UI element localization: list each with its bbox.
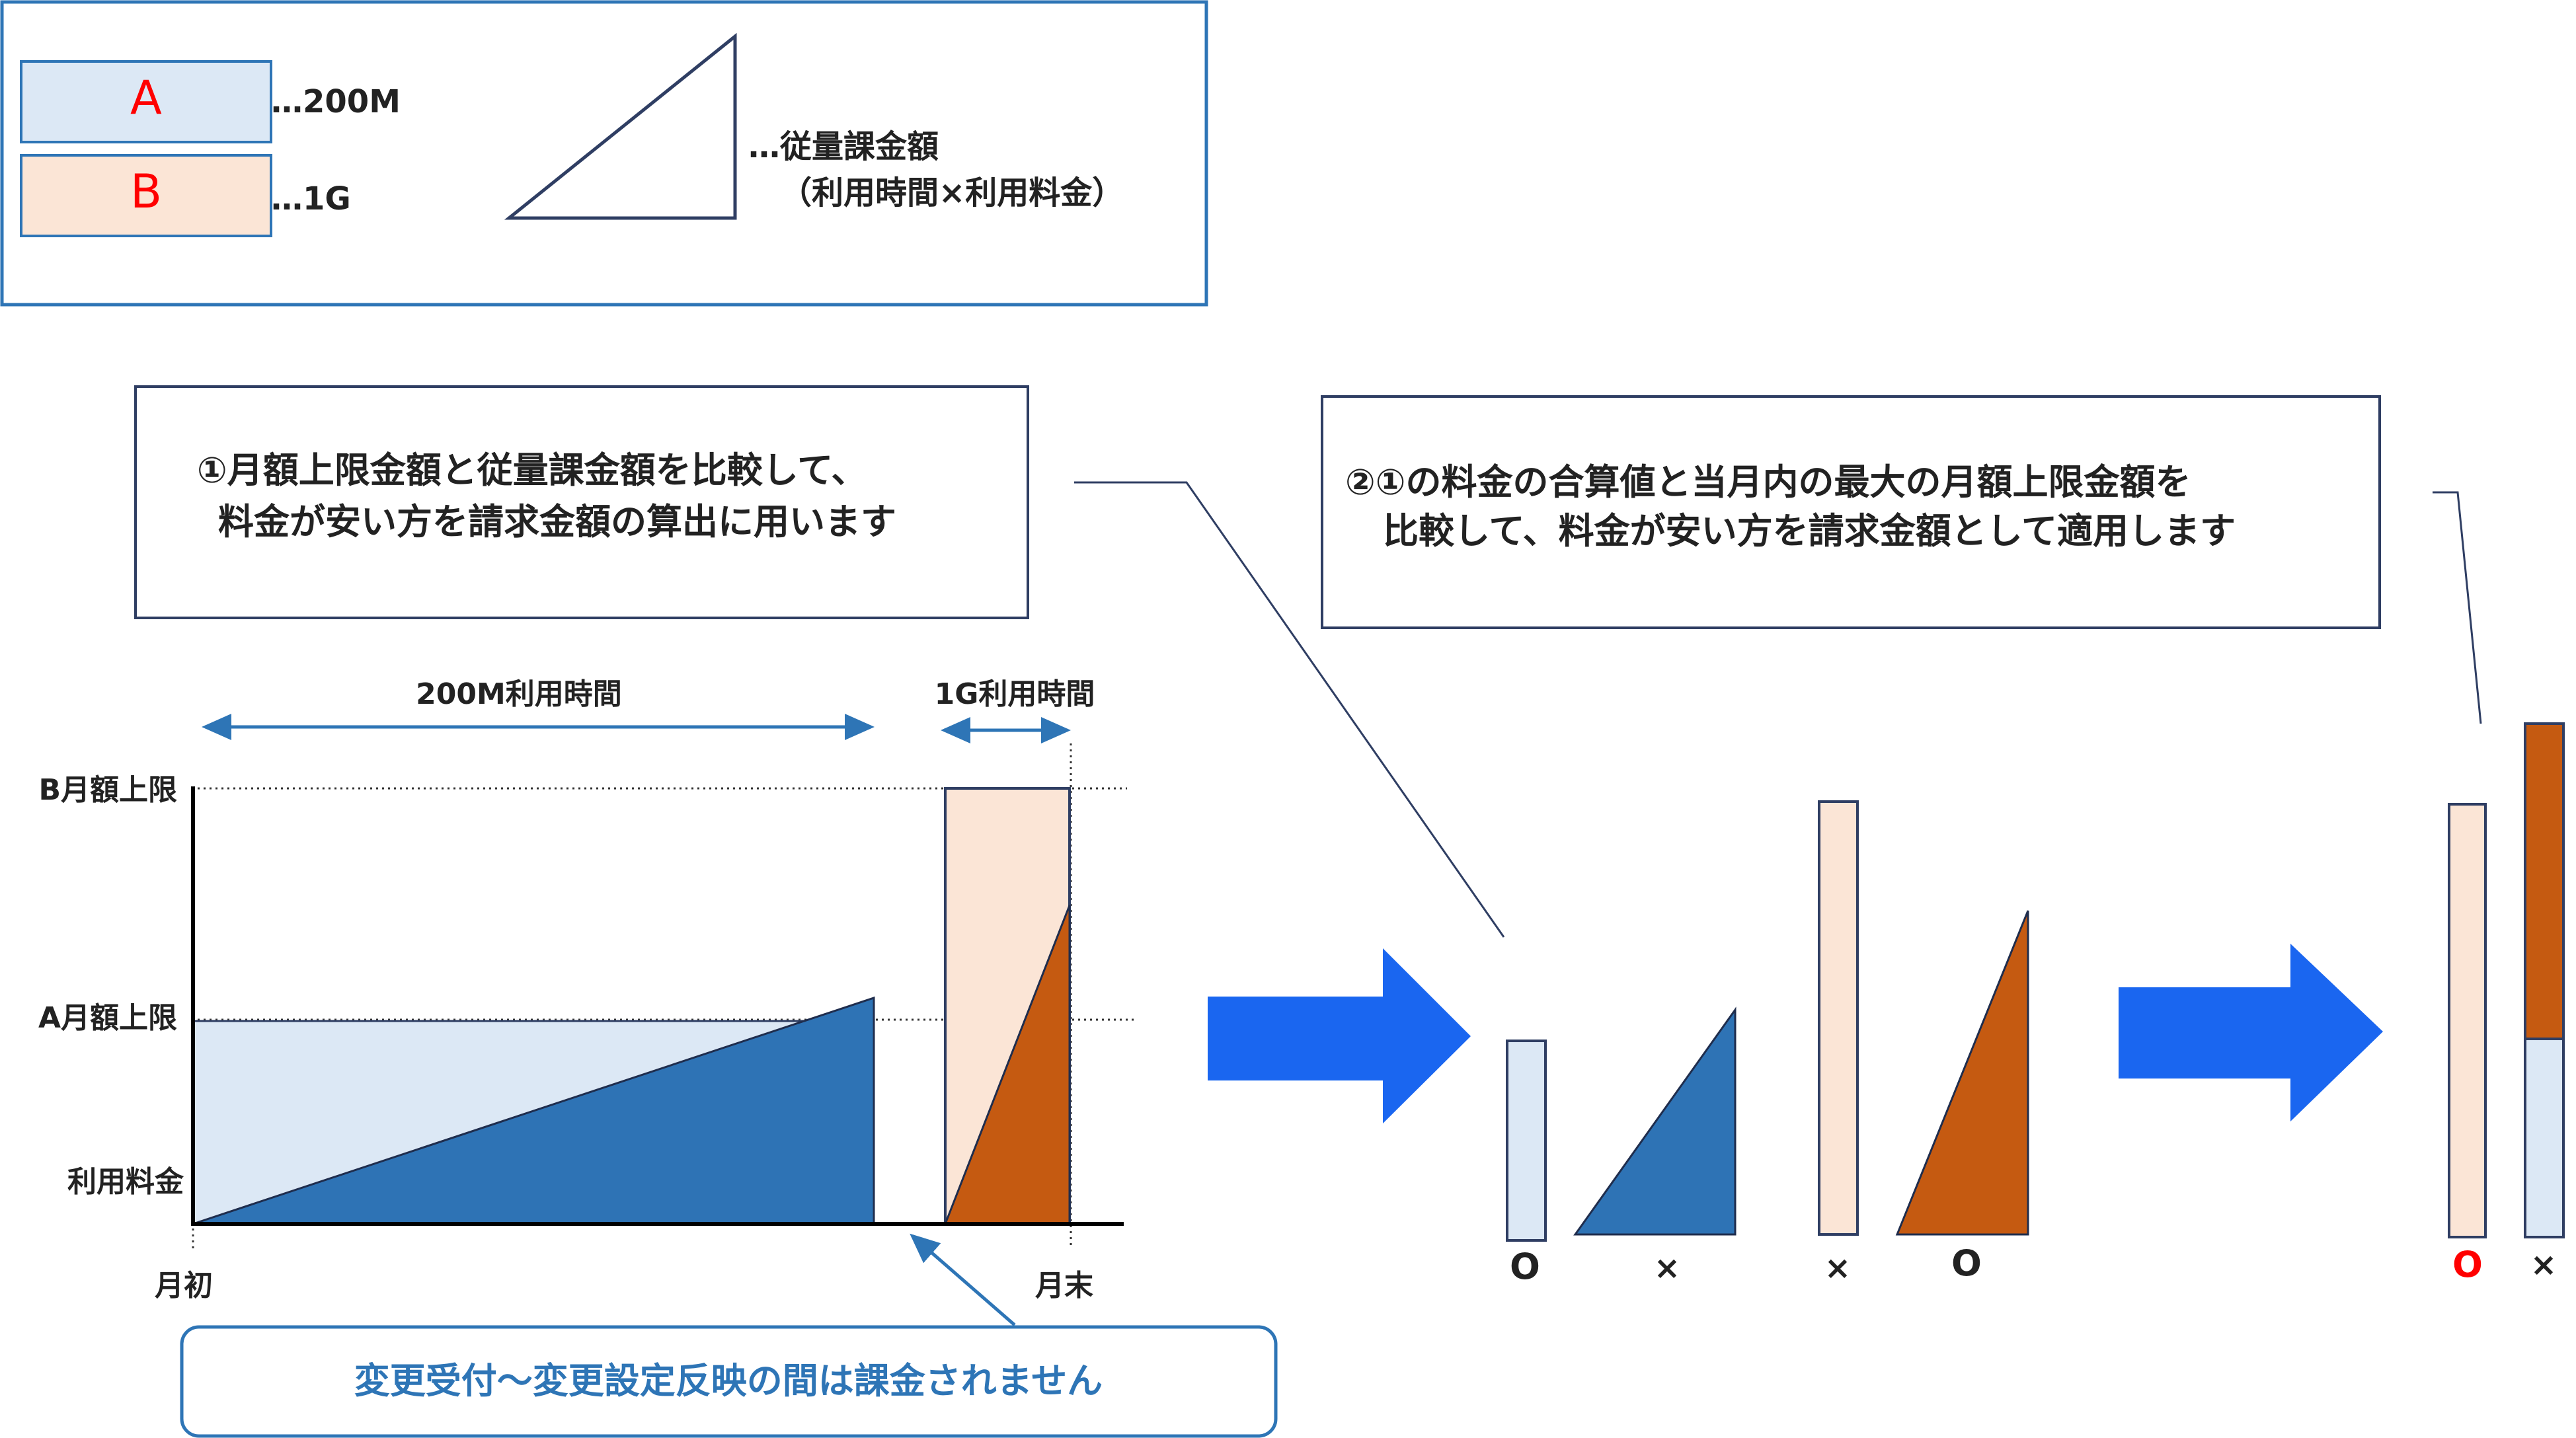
callout-2-leader: [2433, 491, 2482, 724]
legend-a-swatch: [20, 60, 272, 143]
span-1g-label: 1G利用時間: [935, 677, 1095, 711]
legend-b-swatch: [20, 154, 272, 237]
callout-2-box: [1321, 395, 2381, 629]
month-end-label: 月末: [1035, 1269, 1093, 1303]
b-cap-label: B月額上限: [38, 773, 177, 807]
compare-b-cap-bar: [1818, 800, 1859, 1236]
final-sum-b-part: [2524, 722, 2565, 1040]
compare-a-usage-triangle: [1573, 1006, 1737, 1236]
span-200m-label: 200M利用時間: [416, 677, 622, 711]
note-pointer: [910, 1233, 1016, 1326]
legend-triangle-desc-1: …従量課金額: [748, 128, 939, 165]
month-start-label: 月初: [155, 1269, 213, 1303]
legend-b-letter: B: [130, 165, 162, 219]
legend-a-desc: …200M: [271, 83, 401, 120]
compare-a-cap-mark: O: [1510, 1246, 1540, 1287]
compare-b-usage-triangle: [1895, 910, 2029, 1236]
callout-2-line-2: 比較して、料金が安い方を請求金額として適用します: [1383, 510, 2236, 552]
final-b-cap-bar: [2448, 803, 2487, 1238]
compare-a-usage-mark: ×: [1654, 1250, 1680, 1287]
final-sum-mark: ×: [2530, 1246, 2557, 1283]
legend-b-desc: …1G: [271, 180, 351, 217]
final-sum-a-part: [2524, 1038, 2565, 1238]
callout-1-leader: [1074, 481, 1505, 938]
legend-a-letter: A: [130, 71, 162, 125]
compare-a-cap-bar: [1506, 1040, 1547, 1242]
compare-b-cap-mark: ×: [1824, 1250, 1851, 1287]
callout-1-line-2: 料金が安い方を請求金額の算出に用います: [218, 501, 896, 543]
callout-1-box: [134, 385, 1029, 619]
legend-triangle-desc-2: （利用時間×利用料金）: [780, 174, 1124, 211]
callout-2-line-1: ②①の料金の合算値と当月内の最大の月額上限金額を: [1345, 461, 2191, 503]
fee-label: 利用料金: [67, 1165, 184, 1199]
note-text: 変更受付～変更設定反映の間は課金されません: [354, 1360, 1103, 1402]
final-b-cap-mark: O: [2452, 1244, 2483, 1285]
legend-triangle: [504, 32, 737, 220]
a-cap-label: A月額上限: [38, 1001, 177, 1035]
callout-1-line-1: ①月額上限金額と従量課金額を比較して、: [197, 449, 867, 491]
flow-arrow-2: [2119, 944, 2383, 1121]
flow-arrow-1: [1208, 948, 1471, 1123]
compare-b-usage-mark: O: [1951, 1242, 1982, 1284]
note-box: [180, 1325, 1278, 1438]
